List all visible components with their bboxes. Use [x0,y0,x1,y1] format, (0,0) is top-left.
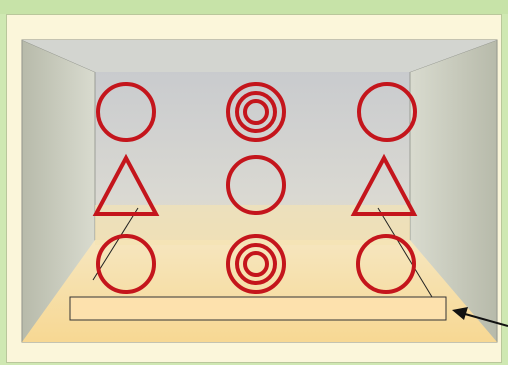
right-support-line [377,207,433,298]
platform [69,296,447,321]
circle-r3c1 [96,234,156,294]
circle-r1c3 [357,82,417,142]
left-support-line [92,207,139,281]
triple-ring-r1c2 [226,82,286,142]
circle-r3c3 [356,234,416,294]
top-banner [0,0,508,14]
triple-ring-r3c2 [226,234,286,294]
arrow-icon [452,307,508,327]
triangle-r2c1 [92,153,160,216]
shape-grid [92,82,418,294]
ceiling [22,40,497,72]
triangle-r2c3 [350,153,418,216]
circle-r2c2 [226,155,286,215]
circle-r1c1 [96,82,156,142]
